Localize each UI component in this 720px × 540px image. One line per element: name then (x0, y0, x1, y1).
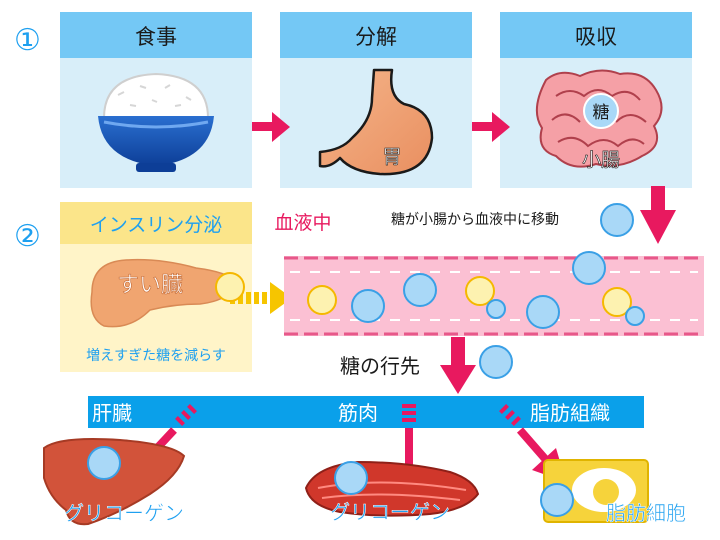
sugar-molecule (540, 483, 574, 517)
fat-title: 脂肪組織 (530, 401, 610, 425)
sugar-molecule (351, 289, 385, 323)
pancreas-label: すい臓 (117, 273, 183, 298)
sugar-molecule (486, 299, 506, 319)
absorption-panel: 吸収 糖 小腸 (500, 12, 692, 188)
meal-panel: 食事 (60, 12, 252, 188)
digestion-header: 分解 (355, 25, 397, 49)
liver-result: グリコーゲン (64, 501, 184, 525)
stomach-icon (318, 68, 434, 176)
arrow-meal-to-digestion (252, 112, 290, 142)
blood-tag: 血液中 (274, 212, 331, 234)
absorption-header: 吸収 (575, 25, 617, 49)
sugar-molecule (479, 345, 513, 379)
insulin-in-pancreas (215, 272, 245, 302)
move-caption: 糖が小腸から血液中に移動 (391, 212, 559, 228)
sugar-molecule (87, 446, 121, 480)
fat-result: 脂肪細胞 (606, 501, 686, 525)
sugar-molecule (307, 285, 337, 315)
arrow-absorption-down (640, 186, 676, 244)
step-one-marker: ① (14, 23, 41, 58)
small-intestine-label: 小腸 (582, 149, 620, 171)
blood-tag-bg (262, 208, 344, 236)
insulin-molecule (602, 287, 632, 317)
sugar-molecule (403, 273, 437, 307)
insulin-caption: 増えすぎた糖を減らす (86, 347, 226, 364)
step-two-marker: ② (14, 219, 41, 254)
sugar-molecule (334, 461, 368, 495)
sugar-molecule (600, 203, 634, 237)
sugar-molecule (572, 251, 606, 285)
rice-bowl-icon (98, 72, 214, 172)
stomach-label: 胃 (382, 146, 401, 168)
meal-header: 食事 (135, 25, 177, 49)
arrow-to-destinations (440, 337, 476, 394)
blood-molecules (307, 251, 645, 329)
insulin-header: インスリン分泌 (90, 214, 223, 236)
sugar-badge (583, 93, 619, 129)
sugar-molecule (625, 306, 645, 326)
destination-label: 糖の行先 (340, 354, 420, 378)
muscle-title: 筋肉 (338, 401, 378, 425)
muscle-result: グリコーゲン (330, 500, 450, 524)
liver-icon (43, 438, 186, 526)
insulin-panel: インスリン分泌 すい臓 増えすぎた糖を減らす (60, 202, 252, 372)
arrow-digestion-to-absorption (472, 112, 510, 142)
sugar-badge-label: 糖 (593, 103, 610, 123)
liver-title: 肝臓 (92, 401, 132, 425)
sugar-molecule (526, 295, 560, 329)
insulin-molecule (465, 276, 495, 306)
digestion-panel: 分解 胃 (280, 12, 472, 188)
